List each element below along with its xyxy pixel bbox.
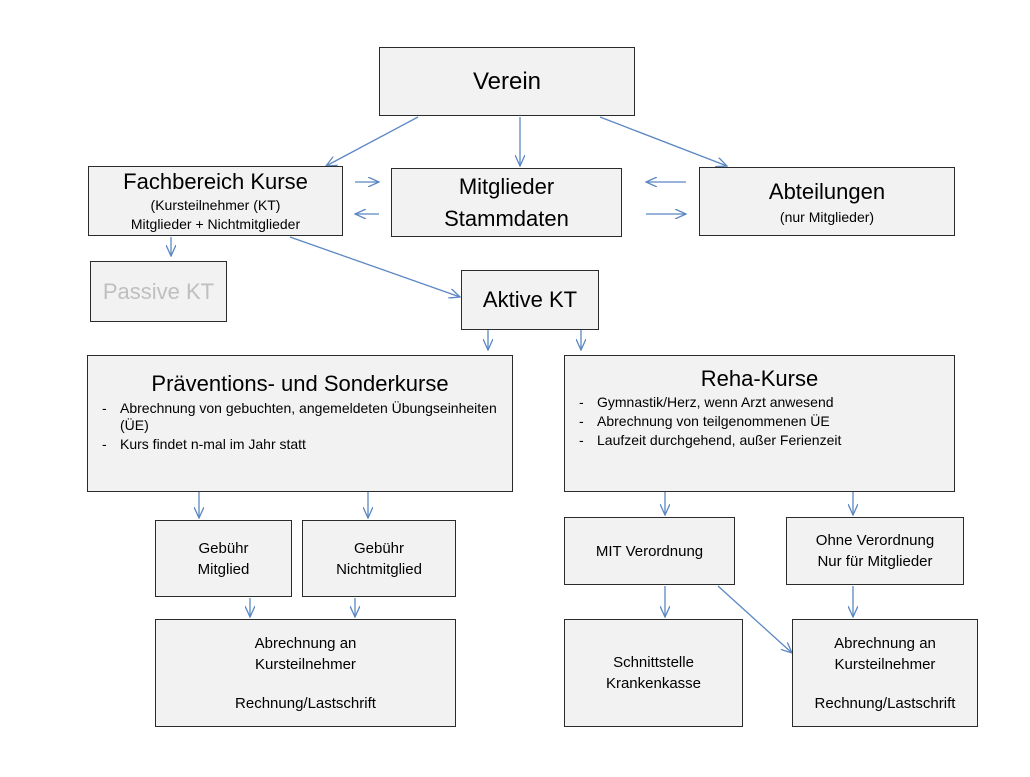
abrechnung-left-line3: Rechnung/Lastschrift (235, 694, 376, 712)
abrechnung-right-box: Abrechnung an Kursteilnehmer Rechnung/La… (792, 619, 978, 727)
arrow-verein-abteilungen (599, 116, 727, 166)
gebuehr-nichtmitglied-box: Gebühr Nichtmitglied (302, 520, 456, 597)
abrechnung-left-line1: Abrechnung an (254, 634, 357, 652)
mitglieder-stammdaten-box: Mitglieder Stammdaten (391, 168, 622, 237)
abrechnung-left-line2: Kursteilnehmer (255, 655, 356, 673)
passive-kt-box: Passive KT (90, 261, 227, 322)
list-item: Gymnastik/Herz, wenn Arzt anwesend (575, 394, 944, 411)
schnittstelle-box: Schnittstelle Krankenkasse (564, 619, 743, 727)
gebuehr-mitglied-line2: Mitglied (197, 560, 250, 578)
gebuehr-nichtmitglied-line1: Gebühr (353, 539, 405, 557)
verein-box: Verein (379, 47, 635, 116)
abrechnung-right-line3: Rechnung/Lastschrift (814, 694, 956, 712)
fachbereich-line1: (Kursteilnehmer (KT) (150, 197, 281, 213)
gebuehr-mitglied-box: Gebühr Mitglied (155, 520, 292, 597)
stammdaten-line2: Stammdaten (444, 205, 569, 231)
passive-kt-label: Passive KT (102, 278, 215, 304)
ohne-verordnung-line1: Ohne Verordnung (815, 532, 935, 549)
reha-list: Gymnastik/Herz, wenn Arzt anwesend Abrec… (575, 394, 944, 449)
fachbereich-title: Fachbereich Kurse (123, 169, 308, 194)
abteilungen-subtitle: (nur Mitglieder) (779, 209, 875, 225)
abrechnung-right-line2: Kursteilnehmer (834, 655, 936, 673)
ohne-verordnung-box: Ohne Verordnung Nur für Mitglieder (786, 517, 964, 585)
abrechnung-left-box: Abrechnung an Kursteilnehmer Rechnung/La… (155, 619, 456, 727)
list-item: Abrechnung von teilgenommenen ÜE (575, 413, 944, 430)
reha-title: Reha-Kurse (700, 366, 819, 391)
gebuehr-nichtmitglied-line2: Nichtmitglied (336, 560, 422, 578)
mit-verordnung-label: MIT Verordnung (595, 542, 704, 560)
abteilungen-box: Abteilungen (nur Mitglieder) (699, 167, 955, 236)
reha-box: Reha-Kurse Gymnastik/Herz, wenn Arzt anw… (564, 355, 955, 492)
abrechnung-right-line1: Abrechnung an (834, 634, 936, 652)
gebuehr-mitglied-line1: Gebühr (198, 539, 249, 557)
arrow-mit-abrechnung (717, 585, 792, 653)
aktive-kt-box: Aktive KT (461, 270, 599, 330)
list-item: Kurs findet n-mal im Jahr statt (98, 436, 502, 453)
arrow-fachbereich-aktive (289, 236, 460, 297)
list-item: Laufzeit durchgehend, außer Ferienzeit (575, 432, 944, 449)
fachbereich-kurse-box: Fachbereich Kurse (Kursteilnehmer (KT) M… (88, 166, 343, 236)
abteilungen-title: Abteilungen (768, 179, 886, 204)
stammdaten-line1: Mitglieder (458, 173, 555, 199)
schnittstelle-line1: Schnittstelle (613, 654, 694, 671)
fachbereich-line2: Mitglieder + Nichtmitglieder (130, 216, 301, 232)
schnittstelle-line2: Krankenkasse (605, 675, 702, 692)
praevention-title: Präventions- und Sonderkurse (151, 371, 449, 396)
ohne-verordnung-line2: Nur für Mitglieder (817, 553, 933, 570)
arrow-verein-fachbereich (326, 116, 419, 166)
mit-verordnung-box: MIT Verordnung (564, 517, 735, 585)
praevention-box: Präventions- und Sonderkurse Abrechnung … (87, 355, 513, 492)
verein-label: Verein (472, 67, 542, 95)
aktive-kt-label: Aktive KT (482, 287, 578, 312)
list-item: Abrechnung von gebuchten, angemeldeten Ü… (98, 400, 502, 434)
praevention-list: Abrechnung von gebuchten, angemeldeten Ü… (98, 400, 502, 453)
